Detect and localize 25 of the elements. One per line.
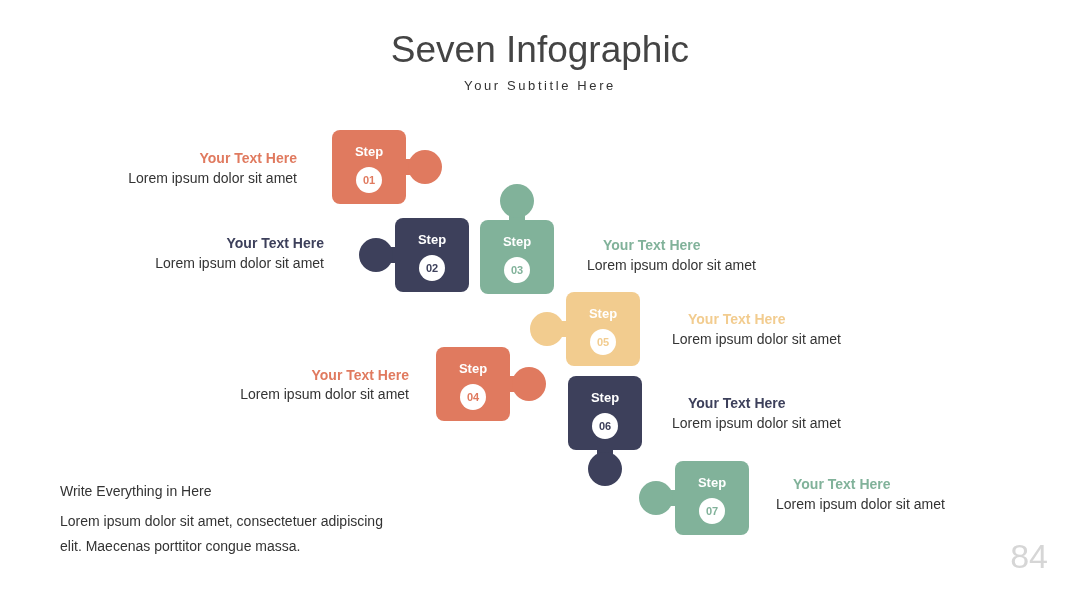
step-heading: Your Text Here bbox=[199, 150, 297, 167]
step-label: Step bbox=[588, 306, 618, 321]
step-description: Lorem ipsum dolor sit amet bbox=[672, 331, 841, 348]
step-label: Step bbox=[502, 234, 532, 249]
section-heading: Write Everything in Here bbox=[60, 483, 212, 500]
step-heading: Your Text Here bbox=[226, 235, 324, 252]
title: Seven Infographic bbox=[390, 29, 690, 70]
step-heading: Your Text Here bbox=[311, 367, 409, 384]
step-heading: Your Text Here bbox=[793, 476, 891, 493]
step-description: Lorem ipsum dolor sit amet bbox=[128, 170, 297, 187]
step-description: Lorem ipsum dolor sit amet bbox=[672, 415, 841, 432]
step-heading: Your Text Here bbox=[688, 311, 786, 328]
step-heading: Your Text Here bbox=[603, 237, 701, 254]
subtitle: Your Subtitle Here bbox=[464, 78, 616, 93]
step-label: Step bbox=[697, 475, 727, 490]
step-description: Lorem ipsum dolor sit amet bbox=[587, 257, 756, 274]
step-description: Lorem ipsum dolor sit amet bbox=[240, 386, 409, 403]
step-description: Lorem ipsum dolor sit amet bbox=[776, 496, 945, 513]
step-description: Lorem ipsum dolor sit amet bbox=[155, 255, 324, 272]
step-label: Step bbox=[590, 390, 620, 405]
step-label: Step bbox=[417, 232, 447, 247]
step-label: Step bbox=[354, 144, 384, 159]
body-paragraph: Lorem ipsum dolor sit amet, consectetuer adipiscing elit. Maecenas porttitor congue massa. bbox=[60, 512, 384, 556]
step-heading: Your Text Here bbox=[688, 395, 786, 412]
step-label: Step bbox=[458, 361, 488, 376]
